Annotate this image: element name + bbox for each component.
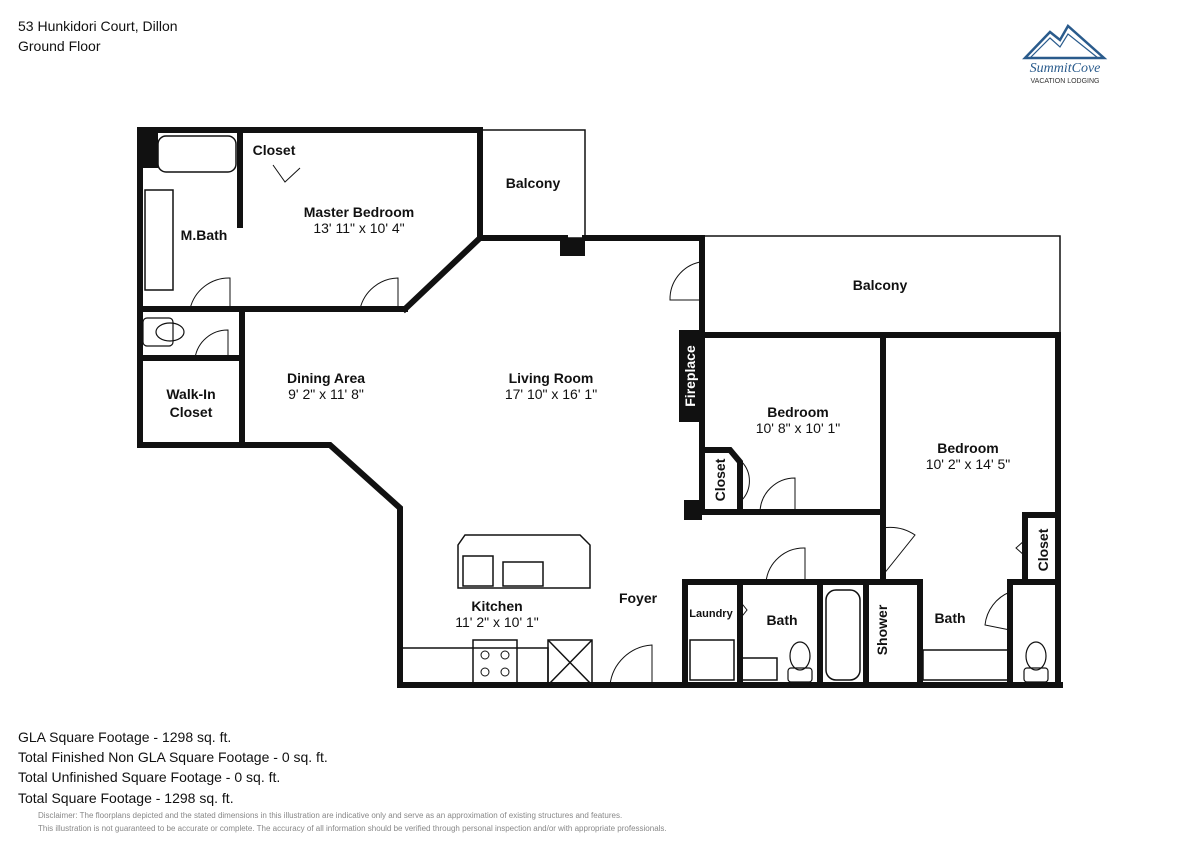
bath1-label: Bath [766,612,797,628]
gla-footage: GLA Square Footage - 1298 sq. ft. [18,729,232,745]
floor-label: Ground Floor [18,38,101,54]
bath2-label: Bath [934,610,965,626]
living-dim: 17' 10" x 16' 1" [505,386,597,402]
bedroom1-label: Bedroom [767,404,828,420]
living-label: Living Room [509,370,594,386]
kitchen-dim: 11' 2" x 10' 1" [455,614,539,630]
closet-bed2-label: Closet [1035,528,1051,571]
unfinished-footage: Total Unfinished Square Footage - 0 sq. … [18,769,281,785]
shower-label: Shower [874,604,890,655]
master-bedroom-label: Master Bedroom [304,204,414,220]
fireplace-label: Fireplace [682,345,698,407]
bedroom2-label: Bedroom [937,440,998,456]
dining-label: Dining Area [287,370,365,386]
address-title: 53 Hunkidori Court, Dillon [18,18,178,34]
kitchen-label: Kitchen [471,598,522,614]
logo-brand: SummitCove [1030,61,1101,76]
balcony-right-label: Balcony [853,277,908,293]
walkin-label-line2: Closet [170,404,213,420]
non-gla-footage: Total Finished Non GLA Square Footage - … [18,749,328,765]
summitcove-logo: SummitCove VACATION LODGING [1020,20,1110,88]
master-bedroom-dim: 13' 11" x 10' 4" [313,220,404,236]
foyer-label: Foyer [619,590,658,606]
bedroom2-dim: 10' 2" x 14' 5" [926,456,1011,472]
total-footage: Total Square Footage - 1298 sq. ft. [18,790,234,806]
disclaimer-line-1: Disclaimer: The floorplans depicted and … [38,811,623,820]
dining-dim: 9' 2" x 11' 8" [288,386,364,402]
closet-bed1-label: Closet [712,458,728,501]
logo-tagline: VACATION LODGING [1031,78,1100,85]
disclaimer-line-2: This illustration is not guaranteed to b… [38,824,667,833]
bedroom1-dim: 10' 8" x 10' 1" [756,420,841,436]
laundry-label: Laundry [689,608,733,620]
balcony-top-label: Balcony [506,175,561,191]
mbath-label: M.Bath [181,227,228,243]
closet-master-label: Closet [253,142,296,158]
walkin-label-line1: Walk-In [166,386,215,402]
